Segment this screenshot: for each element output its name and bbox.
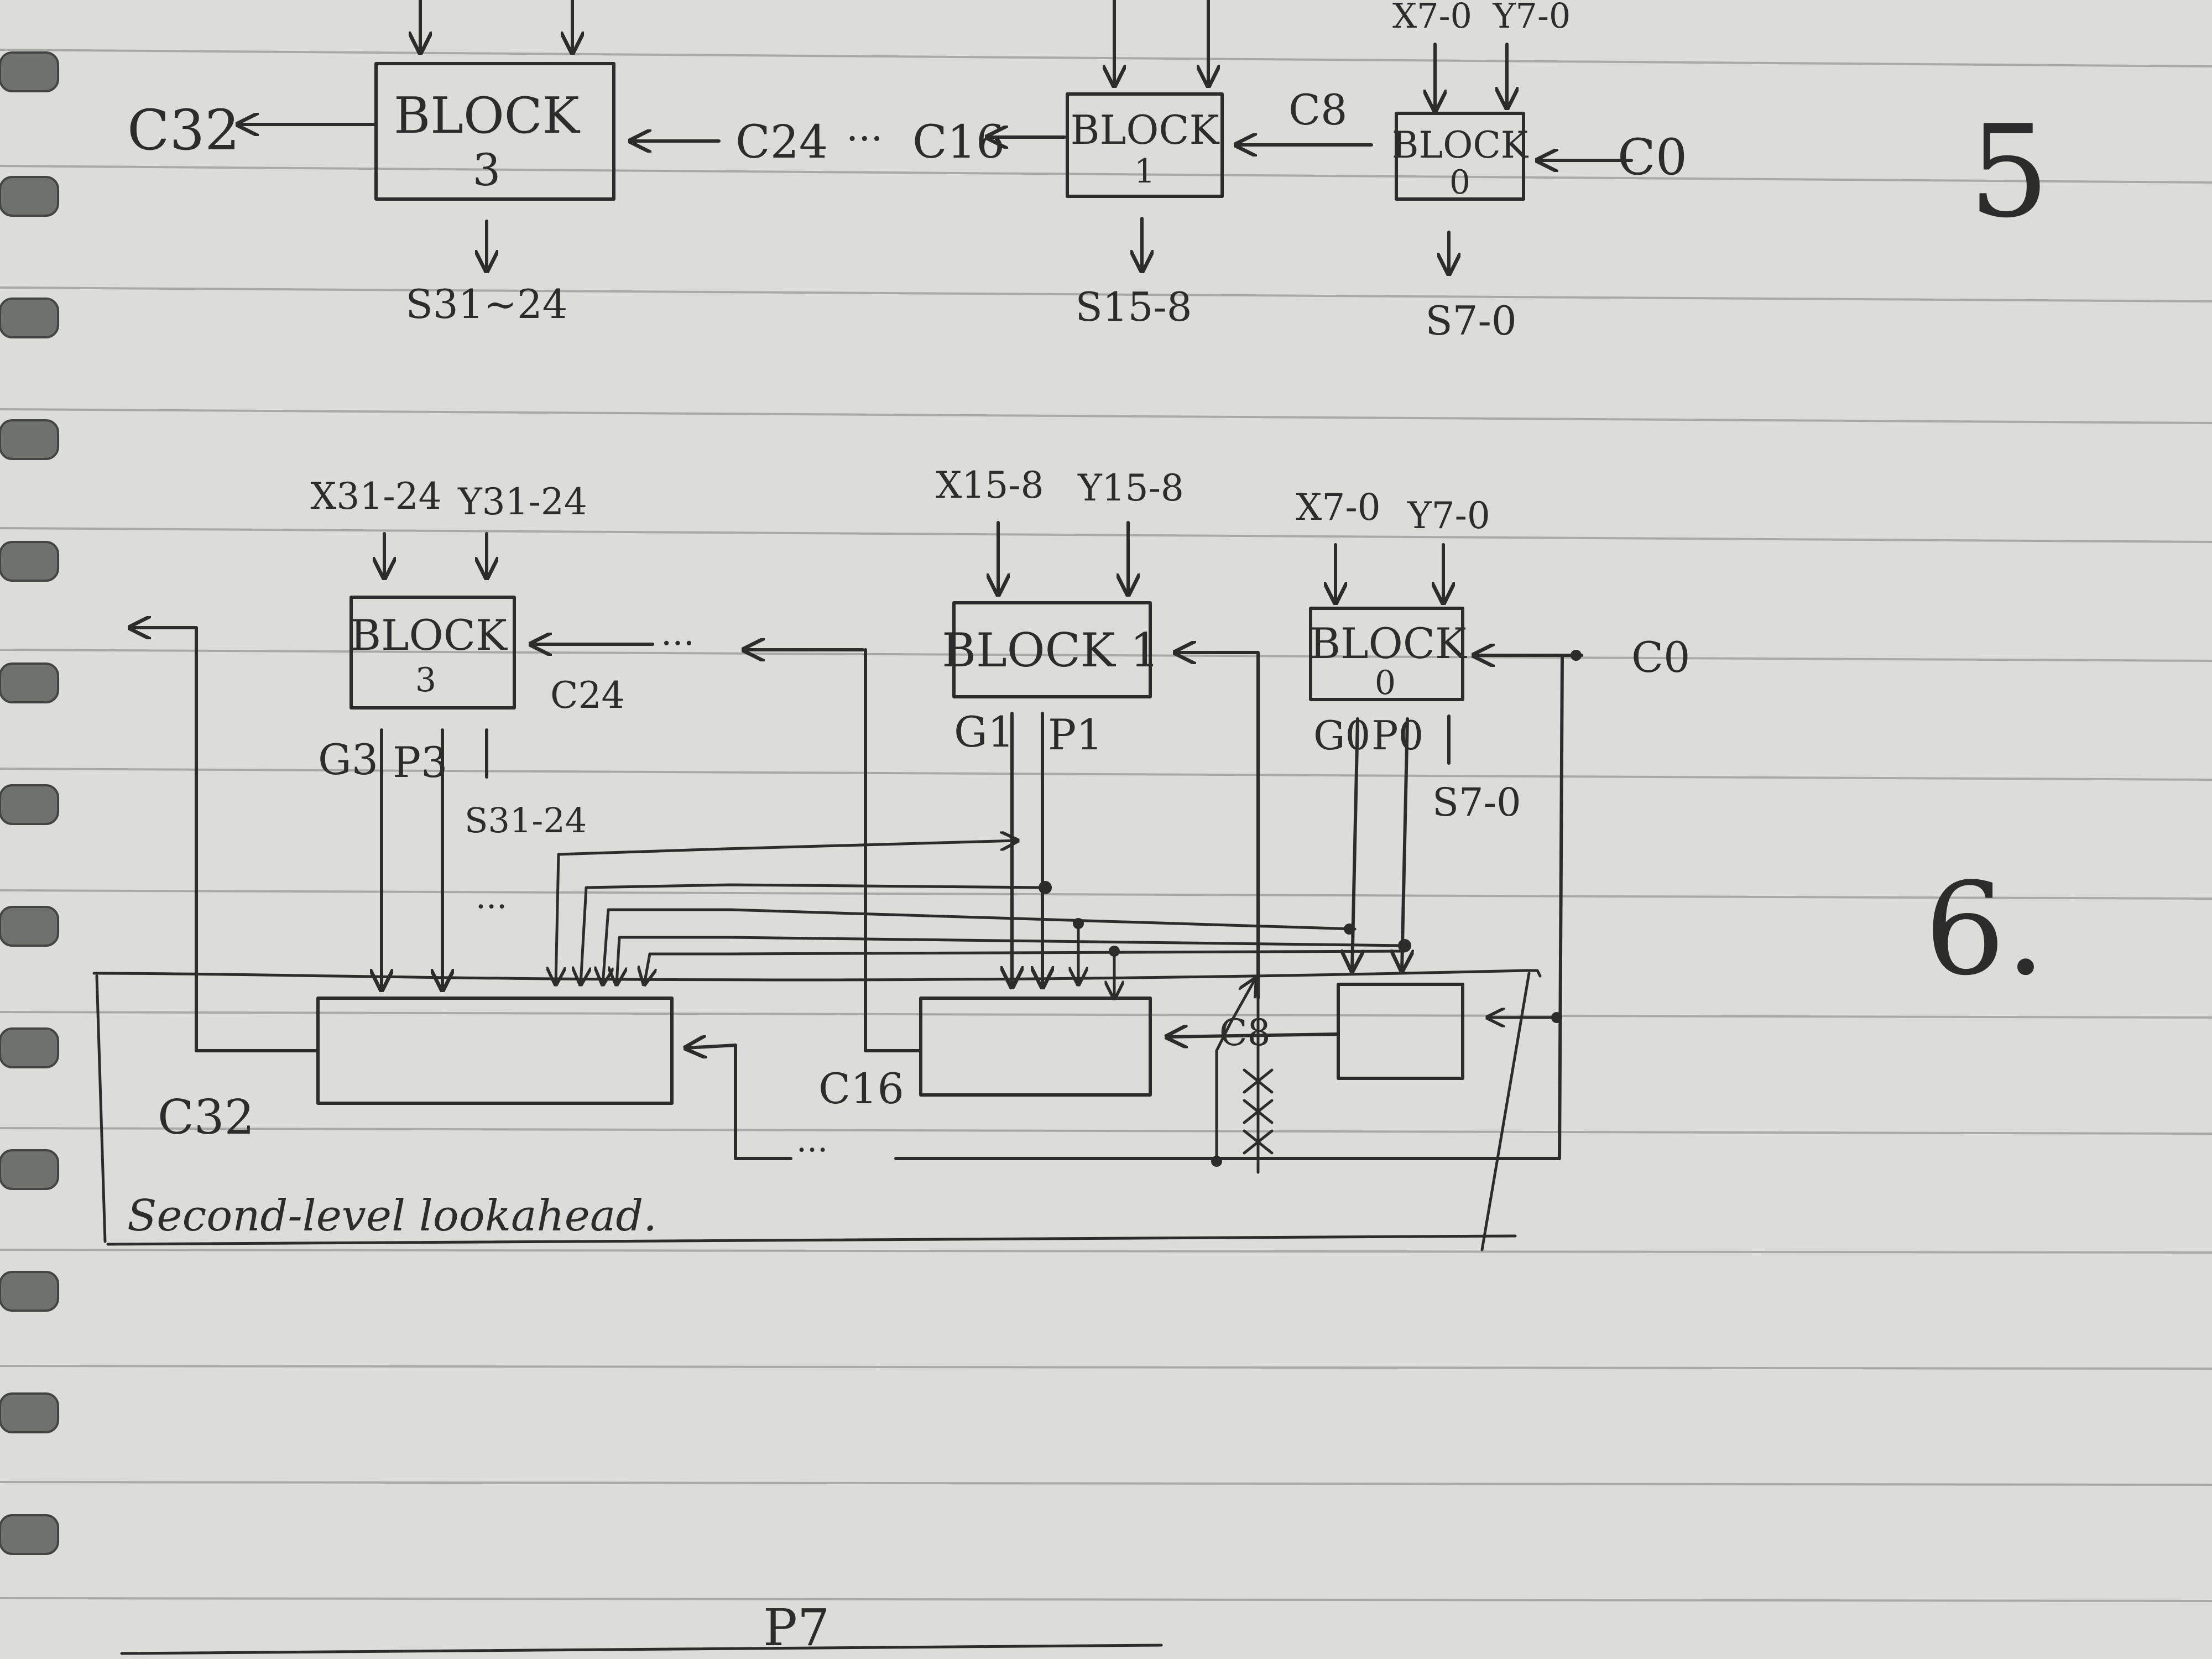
top-c8-label: C8	[1288, 85, 1348, 134]
top-block0-index: 0	[1449, 163, 1470, 202]
bottom-c8-label: C8	[1219, 1011, 1271, 1054]
top-block1-sum: S15-8	[1075, 284, 1192, 330]
bottom-ellipsis-1: ···	[661, 623, 695, 664]
top-block0-y: Y7-0	[1493, 0, 1571, 36]
top-block0-x: X7-0	[1392, 0, 1472, 36]
lookahead-unit-0	[1337, 983, 1464, 1080]
bottom-ellipsis-3: ···	[796, 1131, 828, 1170]
bottom-block0-sum: S7-0	[1432, 780, 1521, 825]
top-c32-label: C32	[127, 98, 240, 163]
top-block3-sum: S31~24	[406, 281, 568, 327]
bottom-block0-index: 0	[1375, 664, 1396, 702]
page-number-5: 5	[1969, 98, 2049, 246]
top-c16-label: C16	[912, 116, 1005, 169]
bottom-block3-y: Y31-24	[457, 481, 587, 523]
bottom-block1-p: P1	[1048, 710, 1103, 759]
top-c24-label: C24	[735, 116, 828, 169]
top-block0-title: BLOCK	[1392, 124, 1529, 166]
gp-bus-lines: ···	[476, 841, 1411, 998]
top-block1: BLOCK 1 S15-8	[1066, 0, 1224, 330]
top-block0-sum: S7-0	[1425, 298, 1516, 344]
bottom-block3-g: G3	[318, 735, 378, 784]
page-number-6: 6.	[1924, 856, 2046, 1004]
top-c0-label: C0	[1618, 128, 1687, 186]
bottom-block3-p: P3	[393, 738, 448, 787]
bottom-c32-label: C32	[158, 1090, 254, 1145]
bottom-block1-title: BLOCK 1	[942, 623, 1160, 677]
bottom-lookahead-diagram: X31-24 Y31-24 BLOCK 3 G3 P3 S31-24 C24 ·…	[92, 464, 1691, 1251]
top-block0: X7-0 Y7-0 BLOCK 0 S7-0	[1392, 0, 1571, 344]
ruled-lines	[0, 49, 2212, 1602]
bottom-block3-title: BLOCK	[350, 611, 508, 660]
bottom-block3: X31-24 Y31-24 BLOCK 3 G3 P3 S31-24	[310, 475, 587, 990]
cross-marks	[1243, 1068, 1274, 1155]
bottom-block1-y: Y15-8	[1077, 467, 1184, 509]
bottom-block0-x: X7-0	[1296, 486, 1380, 529]
bottom-c24-label: C24	[550, 674, 624, 717]
top-ripple-diagram: BLOCK 3 S31~24 C32 C24 ··· C16 BLOCK 1 S…	[127, 0, 1687, 344]
bottom-block1-x: X15-8	[936, 464, 1044, 507]
bottom-block1-g: G1	[954, 707, 1014, 757]
top-block3: BLOCK 3 S31~24	[374, 0, 615, 327]
lookahead-caption: Second-level lookahead.	[127, 1191, 657, 1241]
top-ellipsis: ···	[846, 116, 883, 161]
lookahead-unit-1	[919, 997, 1152, 1097]
bottom-ellipsis-2: ···	[476, 888, 507, 926]
top-block1-index: 1	[1134, 152, 1155, 191]
bottom-c0-label: C0	[1631, 633, 1691, 682]
bottom-block3-index: 3	[415, 661, 436, 700]
top-block3-title: BLOCK	[394, 87, 581, 145]
bottom-c16-label: C16	[818, 1064, 904, 1113]
bottom-block0: X7-0 Y7-0 BLOCK 0 G0 P0 S7-0	[1296, 486, 1521, 971]
bottom-block3-x: X31-24	[310, 475, 441, 518]
bottom-block0-g: G0	[1313, 712, 1370, 759]
top-block1-title: BLOCK	[1071, 107, 1220, 153]
bottom-block0-p: P0	[1371, 712, 1423, 759]
top-block3-index: 3	[473, 144, 501, 196]
bottom-block0-y: Y7-0	[1407, 494, 1490, 537]
spiral-binding	[0, 51, 59, 1555]
bottom-block3-sum: S31-24	[465, 800, 587, 841]
bottom-block1: X15-8 Y15-8 BLOCK 1 G1 P1	[936, 464, 1184, 987]
bottom-block0-title: BLOCK	[1310, 619, 1467, 668]
